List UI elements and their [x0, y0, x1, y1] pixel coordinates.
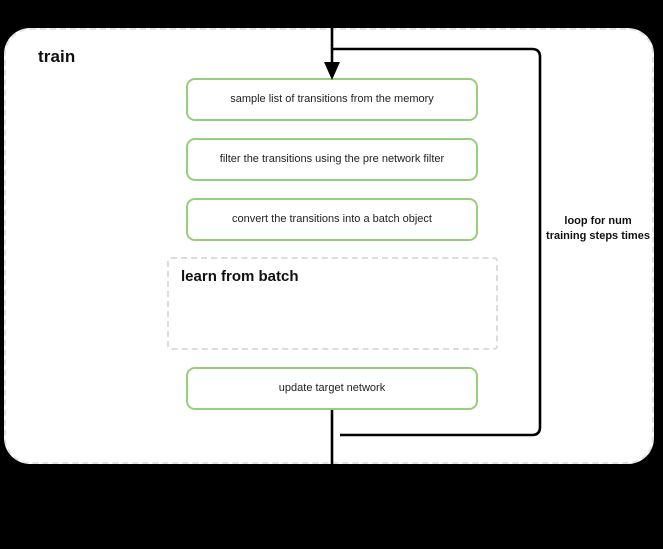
step-box-convert[interactable]: convert the transitions into a batch obj…	[186, 198, 478, 241]
step-box-filter[interactable]: filter the transitions using the pre net…	[186, 138, 478, 181]
group-title: train	[38, 47, 76, 66]
step-label-filter: filter the transitions using the pre net…	[219, 152, 445, 165]
step-label-update: update target network	[278, 381, 386, 394]
step-box-sample[interactable]: sample list of transitions from the memo…	[186, 78, 478, 121]
step-label-convert: convert the transitions into a batch obj…	[232, 212, 432, 225]
loop-label: loop for num training steps times	[546, 215, 650, 242]
step-label-sample: sample list of transitions from the memo…	[230, 92, 434, 105]
step-box-update-target-network[interactable]: update target network	[186, 367, 478, 410]
subgroup-title: learn from batch	[181, 268, 299, 285]
